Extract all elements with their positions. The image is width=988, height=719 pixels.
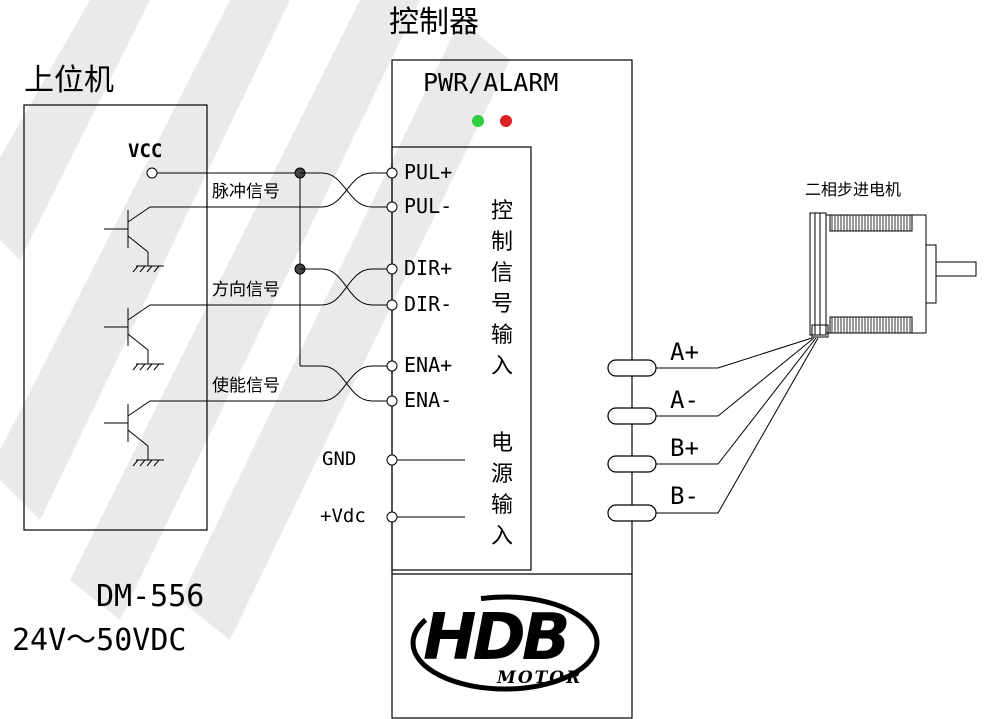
signal-pulse: 脉冲信号	[212, 182, 280, 202]
label-ena-plus: ENA+	[404, 353, 453, 377]
terminal-gnd	[386, 454, 398, 466]
terminal-ena-minus	[386, 395, 398, 407]
vcc-terminal	[146, 167, 158, 179]
controller-title: 控制器	[389, 5, 479, 40]
controller-terminal-panel	[391, 146, 532, 571]
phase-b-plus: B+	[670, 434, 699, 462]
terminal-dir-plus	[386, 263, 398, 275]
phase-a-minus: A-	[670, 386, 699, 414]
label-pul-plus: PUL+	[404, 160, 453, 184]
motor-title: 二相步进电机	[805, 180, 902, 199]
label-dir-minus: DIR-	[404, 292, 453, 316]
label-dir-plus: DIR+	[404, 256, 453, 280]
connector-b-minus	[607, 504, 657, 522]
label-ena-minus: ENA-	[404, 388, 453, 412]
transistor-dir	[104, 304, 164, 371]
model-voltage: 24V～50VDC	[12, 623, 187, 658]
phase-b-minus: B-	[670, 482, 699, 510]
terminal-dir-minus	[386, 299, 398, 311]
phase-a-plus: A+	[670, 338, 699, 366]
host-box	[23, 104, 208, 531]
vcc-label: VCC	[128, 140, 163, 162]
terminal-pul-minus	[386, 201, 398, 213]
logo-brand: HDB	[423, 601, 570, 675]
logo-sub: MOTOR	[497, 668, 583, 688]
connector-a-minus	[607, 407, 657, 425]
host-title: 上位机	[24, 63, 114, 98]
vdc-label: +Vdc	[320, 505, 366, 527]
terminal-ena-plus	[386, 360, 398, 372]
connector-b-plus	[607, 455, 657, 473]
brand-logo: HDB MOTOR	[405, 588, 605, 698]
connector-a-plus	[607, 359, 657, 377]
terminal-vdc	[386, 511, 398, 523]
signal-direction: 方向信号	[212, 280, 280, 300]
transistor-pul	[104, 206, 164, 273]
status-label: PWR/ALARM	[423, 68, 559, 97]
transistor-ena	[104, 400, 164, 467]
watermark	[0, 0, 510, 640]
gnd-label: GND	[322, 448, 357, 470]
power-led	[472, 115, 484, 127]
control-input-label: 控制信号输入	[490, 199, 513, 379]
terminal-pul-plus	[386, 167, 398, 179]
signal-enable: 使能信号	[212, 376, 280, 396]
power-input-label: 电源输入	[490, 431, 513, 549]
label-pul-minus: PUL-	[404, 194, 453, 218]
motor-fins	[831, 215, 911, 333]
alarm-led	[500, 115, 512, 127]
model-name: DM-556	[96, 579, 205, 614]
